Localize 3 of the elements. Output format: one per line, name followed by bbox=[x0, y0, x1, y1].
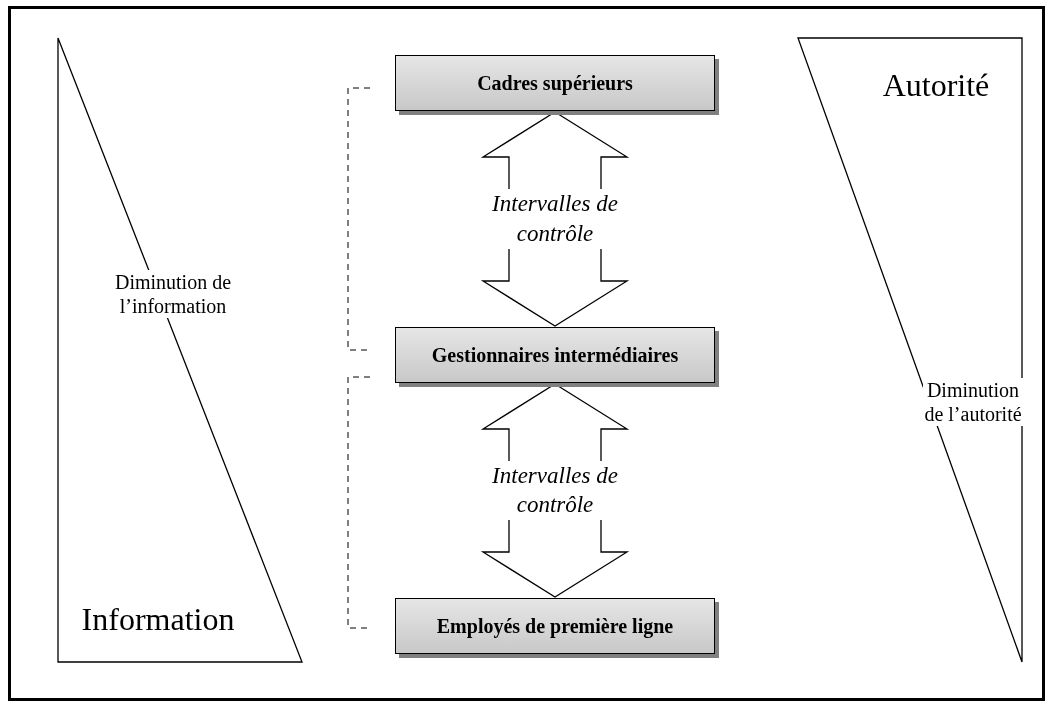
side-note: Diminution de l’autorité bbox=[923, 378, 1023, 426]
triangle-shape bbox=[798, 38, 1022, 662]
triangle-shape bbox=[58, 38, 302, 662]
